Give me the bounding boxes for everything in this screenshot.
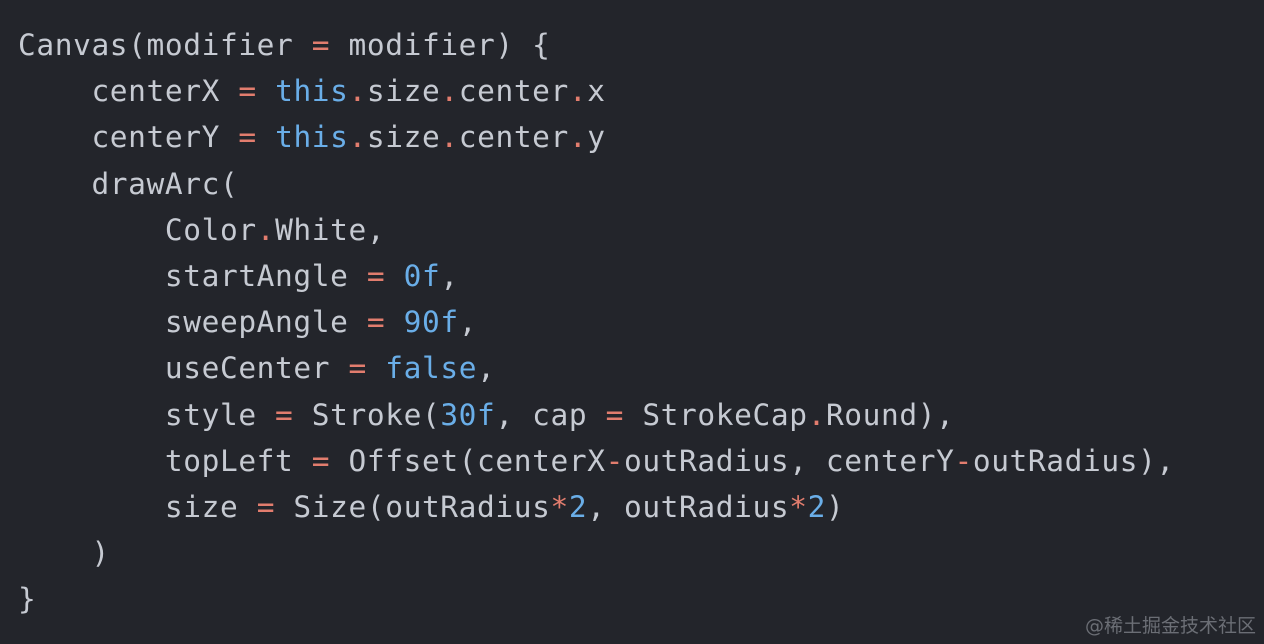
code-line: sweepAngle = 90f,	[18, 299, 1175, 345]
token-op: .	[440, 74, 459, 109]
token-op: =	[238, 74, 257, 109]
token-num: 0f	[403, 258, 441, 293]
token-op: =	[311, 28, 331, 62]
token-op: -	[605, 443, 624, 478]
token-op: =	[238, 120, 257, 155]
token-kw: this	[275, 74, 349, 109]
token-text: modifier) {	[330, 28, 551, 62]
token-text: y	[587, 120, 606, 155]
token-num: 2	[568, 489, 588, 524]
token-op: =	[256, 489, 276, 524]
token-op: .	[440, 120, 459, 155]
watermark: @稀土掘金技术社区	[1084, 615, 1256, 637]
code-line: useCenter = false,	[18, 345, 1175, 391]
token-op: .	[256, 212, 276, 247]
code-line: centerY = this.size.center.y	[18, 114, 1175, 160]
token-text: center	[458, 74, 569, 109]
token-text: )	[18, 536, 110, 571]
token-text	[385, 259, 403, 293]
token-op: =	[366, 258, 386, 293]
code-block: Canvas(modifier = modifier) { centerX = …	[18, 22, 1175, 622]
token-kw: this	[275, 120, 349, 155]
token-text: , cap	[495, 397, 606, 432]
code-line: topLeft = Offset(centerX-outRadius, cent…	[18, 438, 1175, 484]
token-op: -	[954, 443, 973, 478]
token-num: 2	[807, 489, 826, 524]
token-text: size	[18, 489, 257, 524]
token-text: startAngle	[18, 258, 367, 293]
token-text: centerY	[18, 120, 239, 155]
token-text: )	[825, 489, 845, 524]
token-op: =	[348, 351, 367, 386]
token-text: outRadius),	[972, 443, 1175, 478]
token-text: Round),	[825, 397, 955, 432]
token-text: ,	[458, 305, 478, 340]
token-text: }	[18, 582, 37, 617]
token-text: size	[366, 74, 441, 109]
token-text: Stroke(	[293, 397, 441, 432]
token-op: *	[550, 489, 569, 524]
token-text: Color	[18, 212, 257, 247]
token-text: StrokeCap	[623, 397, 808, 432]
token-num: 30f	[440, 397, 496, 432]
token-text	[385, 305, 403, 339]
token-op: .	[568, 120, 588, 155]
token-op: *	[789, 489, 808, 524]
token-text: centerX	[18, 74, 239, 109]
token-text	[257, 120, 275, 154]
token-op: .	[807, 397, 826, 432]
token-op: =	[605, 397, 624, 432]
token-text: sweepAngle	[18, 305, 367, 340]
token-op: =	[311, 443, 331, 478]
code-line: drawArc(	[18, 161, 1175, 207]
code-line: )	[18, 530, 1175, 576]
code-line: Canvas(modifier = modifier) {	[18, 22, 1175, 68]
token-text: ,	[440, 258, 459, 293]
token-text: topLeft	[18, 443, 312, 478]
code-line: }	[18, 576, 1175, 622]
token-text: style	[18, 397, 276, 432]
token-text: ,	[477, 351, 496, 386]
token-text: Offset(centerX	[330, 443, 606, 478]
code-line: startAngle = 0f,	[18, 253, 1175, 299]
code-line: size = Size(outRadius*2, outRadius*2)	[18, 484, 1175, 530]
token-text: Canvas(modifier	[18, 28, 312, 62]
token-text: White,	[275, 212, 386, 247]
token-text: useCenter	[18, 351, 349, 386]
code-line: style = Stroke(30f, cap = StrokeCap.Roun…	[18, 392, 1175, 438]
token-text: center	[458, 120, 569, 155]
token-text: Size(outRadius	[275, 489, 551, 524]
token-text	[257, 74, 275, 108]
token-kw: false	[385, 351, 478, 386]
token-text: , outRadius	[587, 489, 790, 524]
token-text	[367, 351, 385, 385]
token-text: outRadius, centerY	[623, 443, 955, 478]
token-text: drawArc(	[18, 166, 239, 201]
token-op: .	[348, 120, 367, 155]
token-text: x	[587, 74, 606, 109]
code-line: centerX = this.size.center.x	[18, 68, 1175, 114]
code-line: Color.White,	[18, 207, 1175, 253]
token-op: .	[568, 74, 588, 109]
token-text: size	[366, 120, 441, 155]
token-num: 90f	[403, 305, 459, 340]
token-op: =	[275, 397, 294, 432]
token-op: =	[366, 305, 386, 340]
token-op: .	[348, 74, 367, 109]
